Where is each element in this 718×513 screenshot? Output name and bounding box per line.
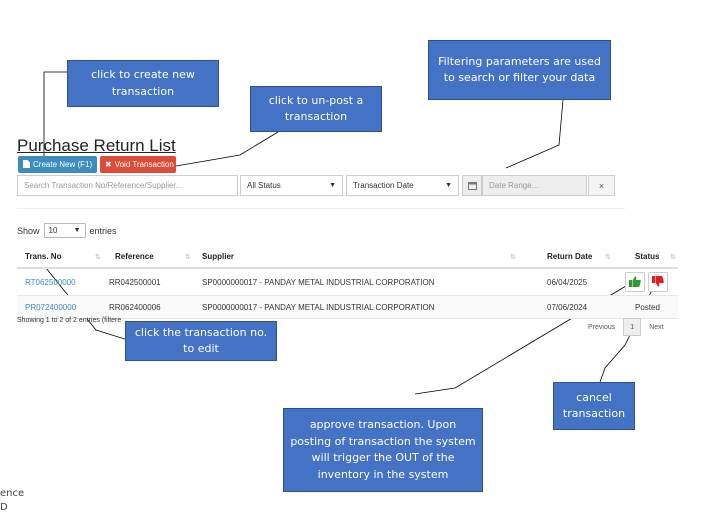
stray-text: D: [0, 502, 8, 513]
trans-no-link[interactable]: RT062500000: [25, 277, 76, 287]
entries-control: Show 10 ▼ entries: [17, 223, 117, 238]
status-select[interactable]: All Status ▼: [240, 175, 343, 196]
sort-icon[interactable]: ⇅: [605, 253, 611, 261]
chevron-down-icon: ▼: [445, 182, 452, 189]
clear-filter-button[interactable]: ×: [588, 175, 615, 196]
callout-cancel: cancel transaction: [553, 382, 635, 430]
return-date-cell: 07/06/2024: [547, 302, 588, 312]
header-return-date[interactable]: Return Date: [547, 252, 593, 261]
approve-button[interactable]: [625, 272, 645, 292]
showing-info: Showing 1 to 2 of 2 entries (filtere: [17, 317, 122, 324]
transactions-table: Trans. No ⇅ Reference ⇅ Supplier ⇅ Retur…: [17, 246, 678, 319]
header-status[interactable]: Status: [635, 252, 660, 261]
next-button[interactable]: Next: [649, 323, 664, 331]
table-row: RT062500000 RR042500001 SP0000000017 - P…: [17, 269, 678, 296]
create-new-button[interactable]: Create New (F1): [18, 156, 97, 173]
page-number-button[interactable]: 1: [623, 318, 642, 336]
chevron-down-icon: ▼: [73, 227, 81, 234]
date-range-placeholder: Date Range...: [489, 181, 539, 190]
thumbs-up-icon: [629, 275, 641, 289]
return-date-cell: 06/04/2025: [547, 277, 588, 287]
stray-text: ence: [0, 488, 25, 499]
times-icon: ✖: [105, 160, 112, 169]
sort-icon[interactable]: ⇅: [185, 253, 191, 261]
supplier-cell: SP0000000017 - PANDAY METAL INDUSTRIAL C…: [202, 277, 435, 287]
entries-label: entries: [89, 225, 117, 236]
supplier-cell: SP0000000017 - PANDAY METAL INDUSTRIAL C…: [202, 302, 435, 312]
file-icon: [23, 159, 30, 170]
create-new-label: Create New (F1): [33, 160, 93, 169]
search-placeholder: Search Transaction No/Reference/Supplier…: [24, 181, 183, 190]
sort-icon[interactable]: ⇅: [95, 253, 101, 261]
callout-void: click to un-post a transaction: [250, 86, 382, 132]
entries-select[interactable]: 10 ▼: [43, 223, 86, 238]
trans-no-link[interactable]: PR072400000: [25, 302, 77, 312]
reference-cell: RR062400006: [109, 302, 161, 312]
sort-icon[interactable]: ⇅: [670, 253, 676, 261]
search-input[interactable]: Search Transaction No/Reference/Supplier…: [17, 175, 238, 196]
date-range-input[interactable]: Date Range...: [482, 175, 587, 196]
entries-value: 10: [48, 226, 58, 235]
thumbs-down-icon: [652, 275, 664, 289]
status-actions: [625, 269, 668, 295]
callout-edit: click the transaction no. to edit: [125, 321, 277, 361]
previous-button[interactable]: Previous: [588, 323, 616, 331]
void-transaction-button[interactable]: ✖ Void Transaction: [100, 156, 176, 173]
reference-cell: RR042500001: [109, 277, 161, 287]
status-select-value: All Status: [247, 181, 281, 190]
cancel-button[interactable]: [648, 272, 668, 292]
header-supplier[interactable]: Supplier: [202, 252, 235, 261]
pagination: Previous 1 Next: [588, 318, 664, 336]
table-row: PR072400000 RR062400006 SP0000000017 - P…: [17, 296, 678, 319]
header-reference[interactable]: Reference: [115, 252, 154, 261]
close-icon: ×: [598, 180, 605, 191]
date-field-select[interactable]: Transaction Date ▼: [346, 175, 459, 196]
sort-icon[interactable]: ⇅: [510, 253, 516, 261]
header-trans-no[interactable]: Trans. No: [25, 252, 62, 261]
calendar-icon: [462, 175, 482, 196]
chevron-down-icon: ▼: [329, 182, 336, 189]
status-badge: Posted: [635, 302, 660, 312]
callout-create: click to create new transaction: [67, 60, 219, 107]
date-field-value: Transaction Date: [353, 181, 414, 190]
page-title: Purchase Return List: [17, 136, 176, 155]
show-label: Show: [17, 225, 40, 236]
table-header: Trans. No ⇅ Reference ⇅ Supplier ⇅ Retur…: [17, 246, 678, 269]
void-transaction-label: Void Transaction: [114, 160, 174, 169]
callout-approve: approve transaction. Upon posting of tra…: [283, 408, 483, 492]
callout-filter: Filtering parameters are used to search …: [428, 40, 611, 100]
divider: [17, 208, 625, 209]
